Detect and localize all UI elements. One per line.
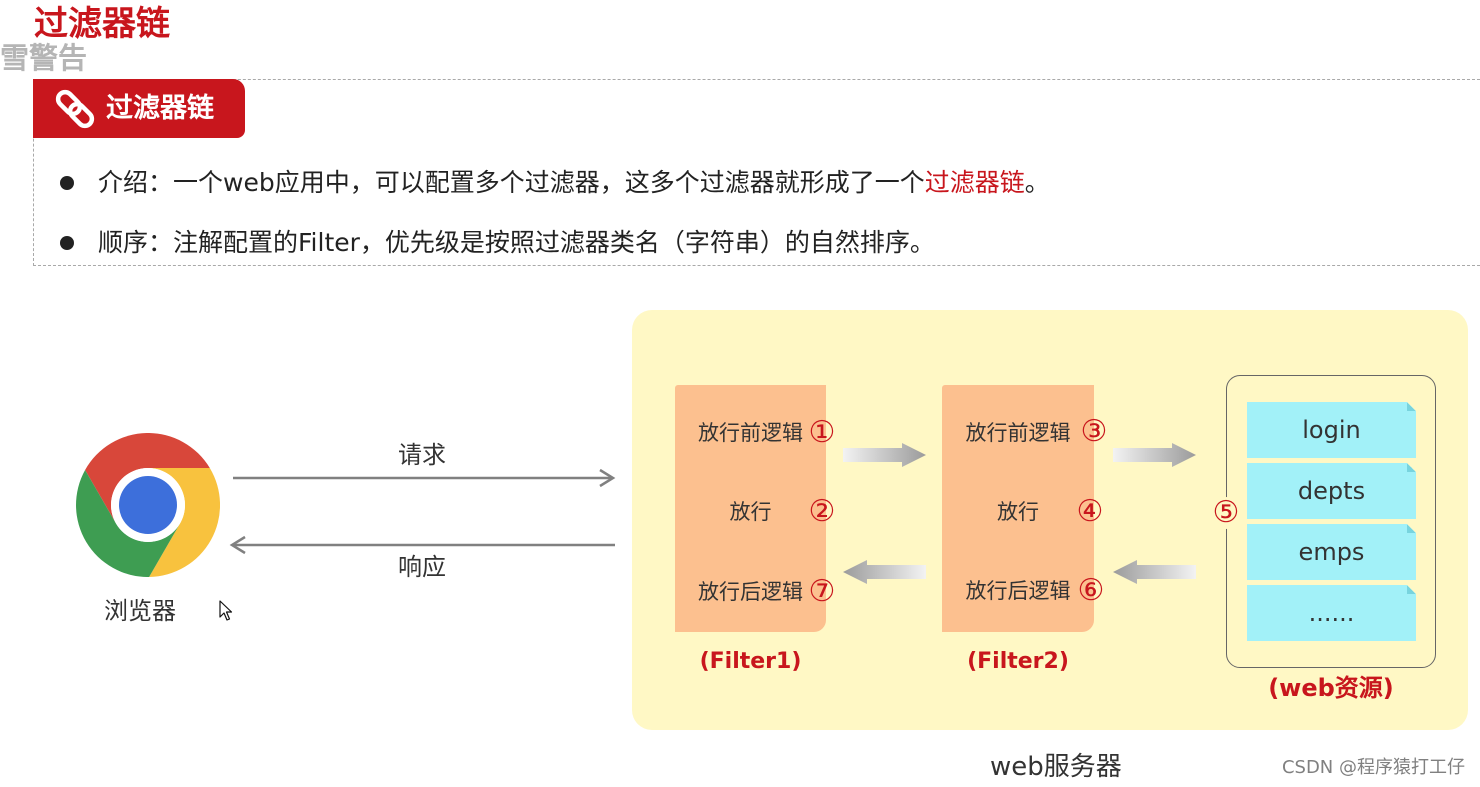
- filter2-step-before-number: ③: [1080, 414, 1108, 449]
- chrome-green-segment: [76, 470, 180, 577]
- filter1-step-before-number: ①: [808, 415, 836, 450]
- section-tab-label: 过滤器链: [106, 93, 214, 124]
- chain-link-lower: [67, 101, 95, 129]
- bullet-order: 顺序：注解配置的Filter，优先级是按照过滤器类名（字符串）的自然排序。: [98, 228, 935, 257]
- chain-link-upper: [55, 89, 83, 117]
- web-resources-list: login depts emps ......: [1247, 402, 1416, 641]
- bullet-intro-highlight: 过滤器链: [924, 168, 1025, 197]
- request-label: 请求: [398, 441, 446, 469]
- filter1-step-pass-number: ②: [808, 494, 836, 529]
- chrome-blue-center: [119, 476, 177, 534]
- cursor-shape: [219, 600, 233, 621]
- bullet-dot: [60, 236, 74, 250]
- resource-item-login: login: [1247, 402, 1416, 458]
- filter1-step-after: 放行后逻辑: [698, 580, 803, 604]
- filter2-caption: (Filter2): [967, 649, 1069, 674]
- filter1-step-after-number: ⑦: [808, 574, 836, 609]
- filter2-step-before: 放行前逻辑: [965, 421, 1071, 445]
- intro-dashed-box: [33, 79, 1480, 266]
- web-server-label: web服务器: [990, 752, 1122, 782]
- resource-item-emps: emps: [1247, 524, 1416, 580]
- web-resources-caption: (web资源): [1268, 674, 1394, 702]
- response-arrow: [229, 535, 615, 555]
- chrome-icon: [76, 433, 220, 577]
- filter2-step-after-number: ⑥: [1077, 573, 1105, 608]
- section-tab: 过滤器链: [33, 79, 245, 138]
- chrome-yellow-segment: [148, 468, 220, 577]
- page-title: 过滤器链: [34, 4, 170, 44]
- watermark: CSDN @程序猿打工仔: [1281, 757, 1465, 778]
- filter2-box: 放行前逻辑 ③ 放行 ④ 放行后逻辑 ⑥: [942, 385, 1107, 632]
- overlay-caption: 雪警告: [0, 41, 88, 75]
- response-label: 响应: [398, 553, 446, 581]
- request-arrow-head: [599, 468, 616, 488]
- mouse-cursor-icon: [219, 600, 233, 621]
- filter1-step-before: 放行前逻辑: [698, 421, 803, 445]
- bullet-intro-lead: 介绍：一个web应用中，可以配置多个过滤器，这多个过滤器就形成了一个: [98, 168, 925, 197]
- bullet-intro-tail: 。: [1024, 168, 1050, 197]
- chrome-red-segment: [85, 433, 210, 524]
- bullet-dot: [60, 176, 74, 190]
- response-arrow-head: [229, 535, 246, 555]
- filter2-step-pass: 放行: [997, 500, 1039, 524]
- chain-link-icon: [55, 89, 95, 129]
- filter2-step-after: 放行后逻辑: [965, 579, 1071, 603]
- filter1-step-pass: 放行: [729, 500, 772, 524]
- web-resources-step-number: ⑤: [1210, 497, 1242, 529]
- filter2-step-pass-number: ④: [1076, 494, 1104, 529]
- request-arrow: [233, 468, 616, 488]
- bullet-intro: 介绍：一个web应用中，可以配置多个过滤器，这多个过滤器就形成了一个过滤器链。: [98, 165, 1050, 201]
- resource-item-depts: depts: [1247, 463, 1416, 519]
- filter1-box: 放行前逻辑 ① 放行 ② 放行后逻辑 ⑦: [675, 385, 835, 632]
- resource-item-more: ......: [1247, 585, 1416, 641]
- filter1-caption: (Filter1): [699, 649, 802, 674]
- browser-label: 浏览器: [104, 597, 176, 625]
